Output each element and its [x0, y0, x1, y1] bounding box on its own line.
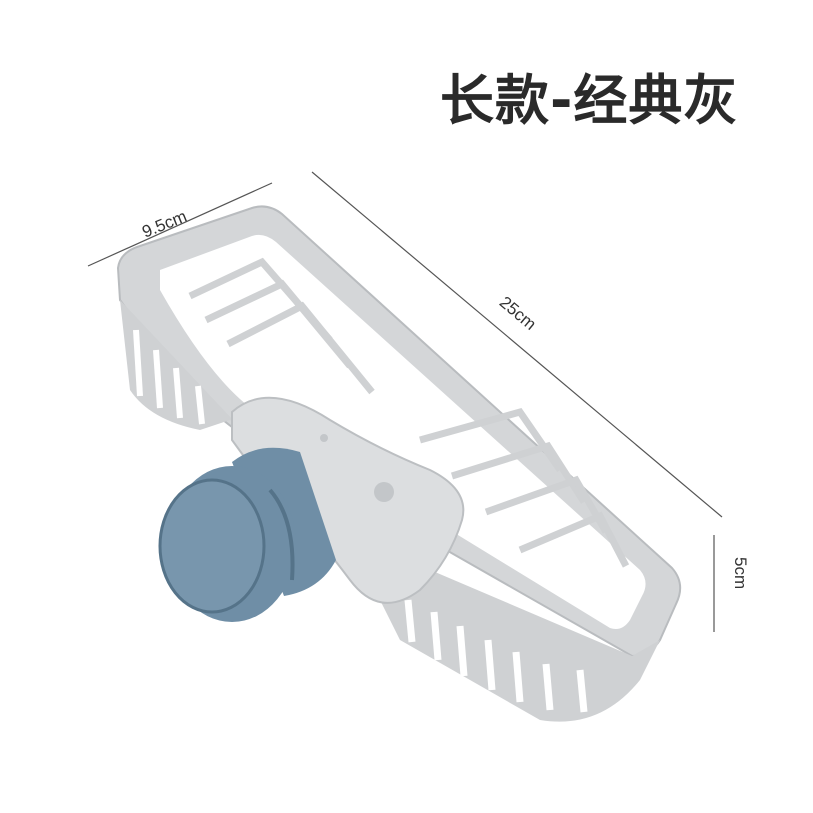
basket-front-slats: [133, 329, 205, 425]
clamp-knob-ridge: [268, 488, 295, 581]
small-hole: [320, 434, 328, 442]
length-label: 25cm: [496, 293, 540, 334]
faucet-clamp: [158, 447, 336, 622]
length-dimension-line: [311, 171, 723, 518]
dimension-lines: [87, 171, 723, 632]
height-label: 5cm: [731, 557, 750, 589]
basket-front-wall: [120, 300, 250, 438]
basket-side-wall: [360, 540, 660, 722]
screw-hole: [374, 482, 394, 502]
basket-wires: [188, 257, 630, 568]
clamp-knob-face: [158, 478, 266, 614]
basket-side-slats: [404, 599, 588, 713]
width-dimension-line: [87, 182, 273, 267]
basket: [116, 205, 682, 722]
basket-inner: [160, 234, 646, 629]
product-variant-title: 长款-经典灰: [440, 69, 739, 132]
